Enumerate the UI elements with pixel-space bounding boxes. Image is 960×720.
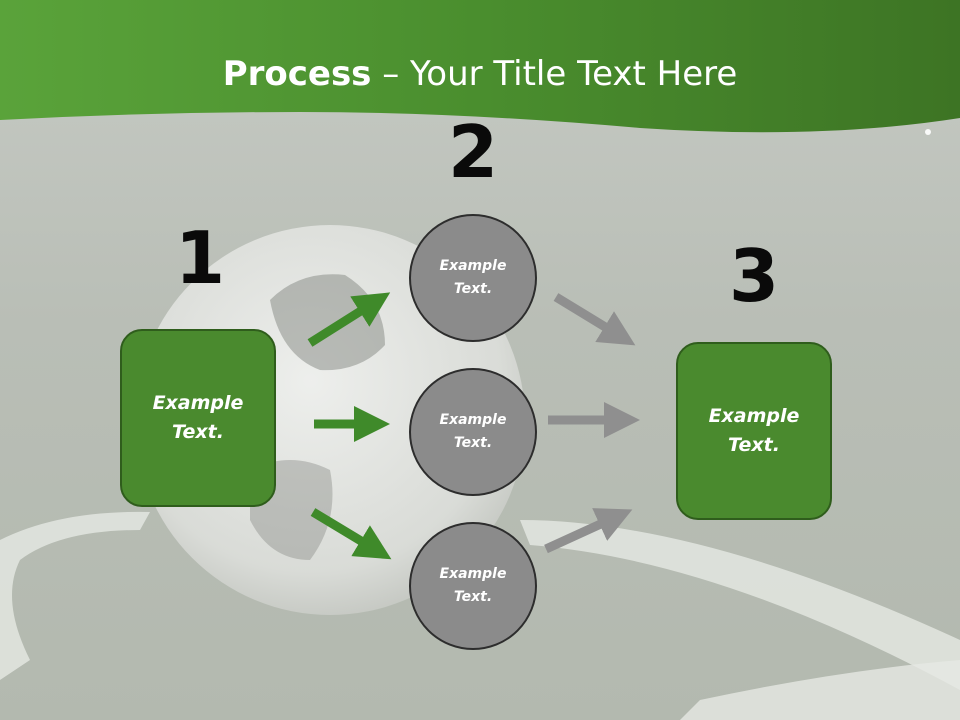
arrow-from-circle-top xyxy=(553,293,636,346)
arrow-to-circle-top xyxy=(307,292,391,347)
step-number-1: 1 xyxy=(174,216,226,300)
arrow-from-circle-bottom xyxy=(544,508,633,554)
step-3-box: Example Text. xyxy=(676,342,832,520)
step-3-text: Example Text. xyxy=(708,405,800,456)
step-2-circle-bottom: Example Text. xyxy=(409,522,537,650)
step-1-box: Example Text. xyxy=(120,329,276,507)
arrow-to-circle-bottom xyxy=(310,508,392,560)
step-number-3: 3 xyxy=(728,234,780,318)
circle-middle-text: Example Text. xyxy=(439,412,507,451)
circle-bottom-text: Example Text. xyxy=(439,566,507,605)
step-1-text: Example Text. xyxy=(152,392,244,443)
step-2-circle-top: Example Text. xyxy=(409,214,537,342)
title-bold: Process xyxy=(222,54,372,94)
circle-top-text: Example Text. xyxy=(439,258,507,297)
title-rest: – Your Title Text Here xyxy=(371,54,738,94)
step-number-2: 2 xyxy=(447,110,499,194)
step-2-circle-middle: Example Text. xyxy=(409,368,537,496)
slide-title: Process – Your Title Text Here xyxy=(0,50,960,98)
